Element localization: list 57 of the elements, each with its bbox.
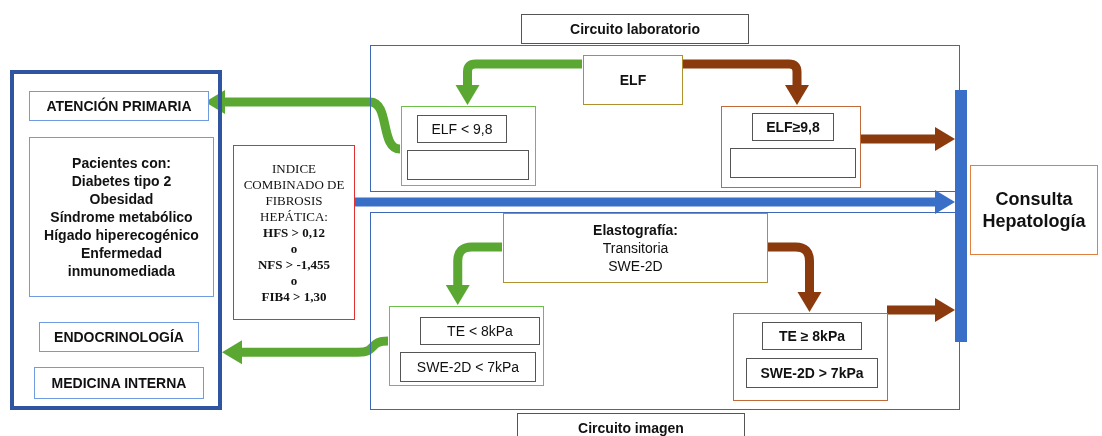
- box-text: Enfermedad inmunomediada: [66, 244, 177, 280]
- arrow: [355, 190, 955, 214]
- box-text: HFS > 0,12: [263, 224, 325, 241]
- box-text: Diabetes tipo 2: [71, 172, 172, 190]
- box-text: ENDOCRINOLOGÍA: [54, 328, 184, 346]
- text-box: [420, 317, 540, 345]
- empty-box: [407, 150, 529, 180]
- text-box: [29, 137, 214, 297]
- arrow: [222, 336, 389, 365]
- box-text: FIB4 > 1,30: [261, 288, 327, 305]
- text-box: [762, 322, 862, 350]
- box-text: Elastografía:: [593, 221, 678, 239]
- box-text: ELF≥9,8: [766, 118, 820, 136]
- vertical-bar: [955, 90, 967, 342]
- destination-box: [970, 165, 1098, 255]
- box-text: SWE-2D > 7kPa: [760, 364, 864, 382]
- text-box: [34, 367, 204, 399]
- text-box: [417, 115, 507, 143]
- box-text: SWE-2D: [608, 257, 663, 275]
- box-text: ELF < 9,8: [431, 120, 493, 138]
- arrow: [445, 242, 502, 305]
- result-group-box: [733, 313, 888, 401]
- text-box: [746, 358, 878, 388]
- box-text: ELF: [619, 71, 647, 89]
- arrow: [455, 59, 582, 105]
- arrow: [860, 127, 955, 151]
- result-group-box: [389, 306, 544, 386]
- box-text: o: [290, 240, 298, 257]
- arrow: [887, 298, 955, 322]
- result-group-box: [721, 106, 861, 188]
- box-text: Hígado hiperecogénico: [44, 226, 199, 244]
- box-text: INDICE COMBINADO DE FIBROSIS HEPÁTICA:: [242, 160, 346, 225]
- criteria-box: [233, 145, 355, 320]
- box-text: TE < 8kPa: [447, 322, 513, 340]
- text-box: [583, 55, 683, 105]
- arrow: [682, 59, 809, 105]
- text-box: [39, 322, 199, 352]
- text-box: [29, 91, 209, 121]
- box-text: o: [290, 272, 298, 289]
- box-text: ATENCIÓN PRIMARIA: [46, 97, 192, 115]
- box-text: MEDICINA INTERNA: [51, 374, 187, 392]
- frame-title: Circuito imagen: [517, 413, 745, 436]
- empty-box: [730, 148, 856, 178]
- text-box: [503, 213, 768, 283]
- box-text: Obesidad: [89, 190, 154, 208]
- frame-title: Circuito laboratorio: [521, 14, 749, 44]
- text-box: [400, 352, 536, 382]
- panel-frame: [10, 70, 222, 410]
- box-text: Pacientes con:: [72, 154, 171, 172]
- box-text: SWE-2D < 7kPa: [416, 358, 520, 376]
- box-text: TE ≥ 8kPa: [778, 327, 846, 345]
- box-text: Transitoria: [602, 239, 669, 257]
- box-text: Consulta Hepatología: [981, 188, 1087, 232]
- box-text: Síndrome metabólico: [50, 208, 193, 226]
- result-group-box: [401, 106, 536, 186]
- text-box: [752, 113, 834, 141]
- box-text: NFS > -1,455: [257, 256, 330, 273]
